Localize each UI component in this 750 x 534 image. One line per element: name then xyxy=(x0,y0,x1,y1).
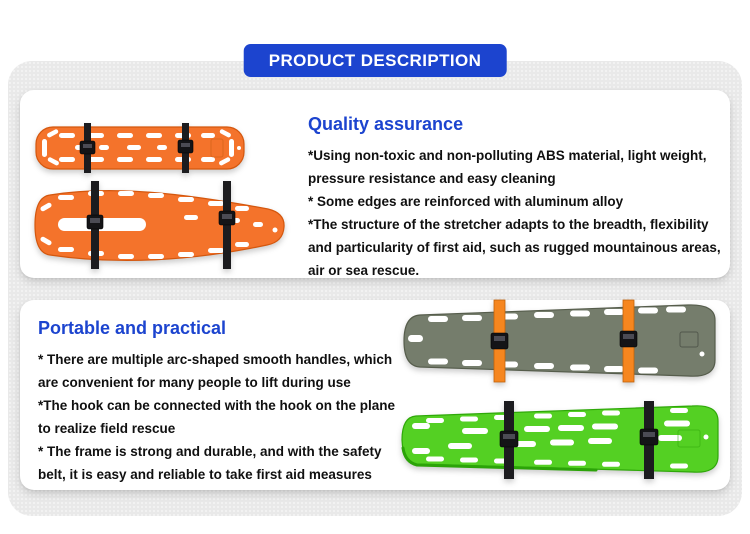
section-heading: Quality assurance xyxy=(308,114,464,134)
body-line: * The frame is strong and durable, and w… xyxy=(38,444,382,459)
quality-assurance-card: Quality assurance *Using non-toxic and n… xyxy=(20,90,730,278)
body-line: air or sea rescue. xyxy=(308,263,420,278)
body-line: are convenient for many people to lift d… xyxy=(38,375,351,390)
body-line: *The structure of the stretcher adapts t… xyxy=(308,217,709,232)
gray-spine-board-image xyxy=(398,299,722,383)
body-line: to realize field rescue xyxy=(38,421,176,436)
body-line: pressure resistance and easy cleaning xyxy=(308,171,556,186)
body-line: and particularity of first aid, such as … xyxy=(308,240,721,255)
product-description-banner: PRODUCT DESCRIPTION xyxy=(243,44,507,77)
body-line: *The hook can be connected with the hook… xyxy=(38,398,396,413)
orange-spine-board-long-image xyxy=(32,181,288,269)
green-spine-board-image xyxy=(396,401,724,479)
quality-assurance-text: Quality assurance *Using non-toxic and n… xyxy=(308,114,722,282)
body-line: * Some edges are reinforced with aluminu… xyxy=(308,194,624,209)
portable-practical-text: Portable and practical * There are multi… xyxy=(38,318,400,486)
body-line: belt, it is easy and reliable to take fi… xyxy=(38,467,372,482)
body-line: *Using non-toxic and non-polluting ABS m… xyxy=(308,148,707,163)
section-heading: Portable and practical xyxy=(38,318,227,338)
orange-spine-board-short-image xyxy=(35,123,245,173)
body-line: * There are multiple arc-shaped smooth h… xyxy=(38,352,393,367)
portable-practical-card: Portable and practical * There are multi… xyxy=(20,299,730,490)
